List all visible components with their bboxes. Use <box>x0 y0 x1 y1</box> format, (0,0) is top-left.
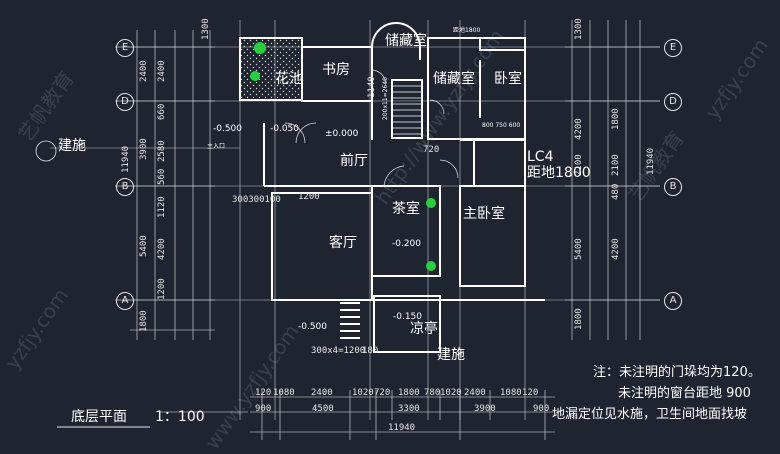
window-code: LC4 <box>527 149 554 165</box>
dim-1140: 1140 <box>367 76 377 98</box>
dim-left-2400: 2400 <box>139 60 149 82</box>
dim-b1-120b: 120 <box>522 388 539 398</box>
dim-left-inner-1120: 1120 <box>157 196 167 218</box>
dim-right-inner-480: 480 <box>611 183 621 200</box>
dim-left-inner-2580: 2580 <box>157 140 167 162</box>
axis-e-left: E <box>116 39 134 57</box>
dim-left-5400: 5400 <box>139 235 149 257</box>
room-living: 客厅 <box>329 235 357 251</box>
dim-300-300-100: 300300100 <box>232 195 281 205</box>
dim-right-1300: 1300 <box>574 18 584 40</box>
dim-right-inner-4200: 4200 <box>611 238 621 260</box>
dim-left-total: 11940 <box>121 145 131 173</box>
dim-right-1800: 1800 <box>574 308 584 330</box>
axis-d-left: D <box>116 93 134 111</box>
dim-b2-4500: 4500 <box>312 404 334 414</box>
level-minus-050: -0.050 <box>270 124 300 134</box>
dim-bottom-total: 11940 <box>388 423 416 433</box>
callout-circle <box>35 140 57 162</box>
room-bedroom: 卧室 <box>494 71 522 87</box>
room-study: 书房 <box>322 62 350 78</box>
construction-callout-left: 建施 <box>58 138 86 154</box>
dim-720: 720 <box>423 145 440 155</box>
dim-right-inner-1800: 1800 <box>611 108 621 130</box>
drawing-scale: 1：100 <box>155 409 205 425</box>
note-door-pier: 注：未注明的门垛均为120。 <box>593 365 761 380</box>
level-minus-150: -0.150 <box>393 312 423 322</box>
room-storage: 储藏室 <box>433 71 475 87</box>
dim-left-inner-560: 560 <box>157 168 167 185</box>
dim-stair-180: 180 <box>362 346 379 356</box>
level-minus-200: -0.200 <box>392 239 422 249</box>
flower-bed-hatch <box>241 39 301 99</box>
dim-b2-3300: 3300 <box>398 404 420 414</box>
dim-b2-900b: 900 <box>533 404 550 414</box>
dim-800-750-600: 800 750 600 <box>482 122 521 129</box>
dim-b1-780: 780 <box>424 388 441 398</box>
dim-b1-1020: 1020 <box>352 388 374 398</box>
note-window-sill: 未注明的窗台距地 900 <box>618 386 751 401</box>
room-tea: 茶室 <box>392 201 420 217</box>
dim-stair-run: 200x11=2640 <box>382 77 389 120</box>
level-minus-500-top: -0.500 <box>213 124 243 134</box>
note-floor-drain: 地漏定位见水施，卫生间地面找坡 <box>552 407 748 422</box>
level-zero: ±0.000 <box>325 129 359 139</box>
dim-left-inner-1200: 1200 <box>157 278 167 300</box>
construction-callout-bottom: 建施 <box>437 347 465 363</box>
axis-b-right: B <box>664 178 682 196</box>
dim-b2-3900: 3900 <box>474 404 496 414</box>
dim-top-1300: 1300 <box>201 18 211 40</box>
window-sill-label: 距地1800 <box>527 165 591 181</box>
dim-left-inner-660: 660 <box>157 103 167 120</box>
room-front-hall: 前厅 <box>340 153 368 169</box>
dim-right-4200: 4200 <box>574 118 584 140</box>
dim-1200: 1200 <box>298 192 320 202</box>
dim-right-2100: 2100 <box>574 154 584 176</box>
axis-d-right: D <box>664 93 682 111</box>
dim-b1-120: 120 <box>255 388 272 398</box>
bottom-dimension-lines <box>160 390 555 440</box>
room-master-bedroom: 主卧室 <box>463 206 505 222</box>
axis-b-left: B <box>116 178 134 196</box>
axis-a-left: A <box>116 292 134 310</box>
level-minus-500-bottom: -0.500 <box>298 322 328 332</box>
main-entrance-label: 主入口 <box>207 143 226 150</box>
stair-treads <box>393 85 421 135</box>
dim-b1-1080: 1080 <box>273 388 295 398</box>
dim-b2-900: 900 <box>255 404 272 414</box>
dim-left-inner-4200: 4200 <box>157 238 167 260</box>
right-dimension-lines <box>565 20 645 340</box>
dim-right-5400: 5400 <box>574 238 584 260</box>
room-pavilion: 凉亭 <box>410 321 438 337</box>
room-flower-bed: 花池 <box>275 71 303 87</box>
left-dimension-lines <box>130 30 215 340</box>
drawing-title: 底层平面 <box>71 409 127 425</box>
dim-right-inner-2100: 2100 <box>611 154 621 176</box>
dim-stair-steps: 300x4=1200 <box>311 346 366 356</box>
dim-b1-2400b: 2400 <box>464 388 486 398</box>
dim-b1-1800: 1800 <box>398 388 420 398</box>
axis-a-right: A <box>664 292 682 310</box>
window-sill-top: 距地1800 <box>453 27 481 34</box>
dim-left-1800: 1800 <box>139 310 149 332</box>
dim-left-3900: 3900 <box>139 138 149 160</box>
door-swings <box>284 69 459 187</box>
dim-b1-720: 720 <box>374 388 391 398</box>
dim-left-inner-2400: 2400 <box>157 60 167 82</box>
dim-b1-1020b: 1020 <box>440 388 462 398</box>
axis-e-right: E <box>664 39 682 57</box>
dim-b1-2400: 2400 <box>311 388 333 398</box>
plant-symbols <box>250 42 436 271</box>
walls <box>239 22 545 353</box>
dim-b1-1080b: 1080 <box>500 388 522 398</box>
room-storage-top: 储藏室 <box>385 33 427 49</box>
